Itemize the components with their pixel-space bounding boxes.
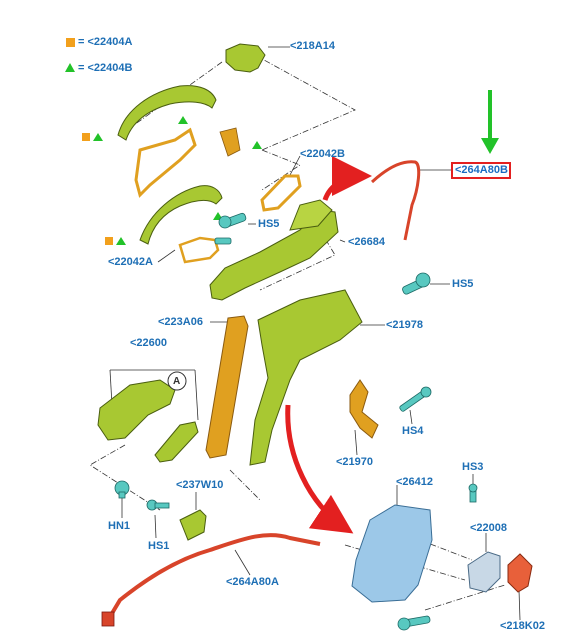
label-223a06: <223A06 [158,316,203,328]
callout-arrow-head [481,138,499,154]
latch-part [351,504,433,603]
label-leaders [109,46,521,621]
label-22008: <22008 [470,522,508,534]
cable-end-part [101,611,115,627]
reference-circle-a [167,371,187,391]
upper-bracket-part [134,127,197,198]
upper-handle-part [117,85,217,141]
callout-label: <264A80B [455,164,508,176]
interior-handle-part [97,379,176,441]
label-hs4: HS4 [402,425,424,437]
bracket-22008-part [467,551,501,593]
legend-triangle-icon [65,63,75,72]
callout-highlight-box [451,162,511,179]
label-218a14: <218A14 [290,40,335,52]
label-21970: <21970 [336,456,374,468]
square-marker [105,237,113,245]
label-22042b: <22042B [300,148,345,160]
gasket-22042b-part [260,174,302,212]
interior-lever-part [154,421,199,463]
handle-bracket-part [209,209,339,301]
label-hs5-top: HS5 [258,218,280,230]
label-22600: <22600 [130,337,168,349]
legend-triangle-text: = <22404B [78,62,133,74]
legend-square-icon [66,38,75,47]
cable-264a80b-part [370,160,421,241]
red-flow-arrow-top [322,156,372,201]
triangle-marker [178,116,188,124]
handle-cap-part [225,43,266,73]
label-hs5-right: HS5 [452,278,474,290]
square-marker [82,133,90,141]
cable-264a80a-part [106,533,321,622]
label-264a80a: <264A80A [226,576,279,588]
handle-bracket-top-part [289,199,333,231]
triangle-marker [252,141,262,149]
handle-gasket-part [178,236,220,264]
small-clip-part [219,127,241,157]
part-237w10 [179,509,207,541]
label-26684: <26684 [348,236,386,248]
triangle-marker [116,237,126,245]
inner-panel-part [249,289,363,466]
pad-218k02-part [507,553,533,593]
triangle-marker [93,133,103,141]
label-ref-a: A [173,376,181,387]
leader-lines [89,54,506,611]
label-237w10: <237W10 [176,479,224,491]
fasteners [114,212,478,631]
legend-square-text: = <22404A [78,36,133,48]
bracket-21970-part [349,379,379,439]
red-flow-arrow-bottom [285,404,354,534]
lower-handle-part [139,185,223,245]
label-hs1: HS1 [148,540,170,552]
label-21978: <21978 [386,319,424,331]
label-hs3: HS3 [462,461,484,473]
label-hn1: HN1 [108,520,131,532]
trim-strip-part [205,315,249,459]
label-218k02: <218K02 [500,620,545,632]
label-22042a: <22042A [108,256,153,268]
label-26412: <26412 [396,476,434,488]
